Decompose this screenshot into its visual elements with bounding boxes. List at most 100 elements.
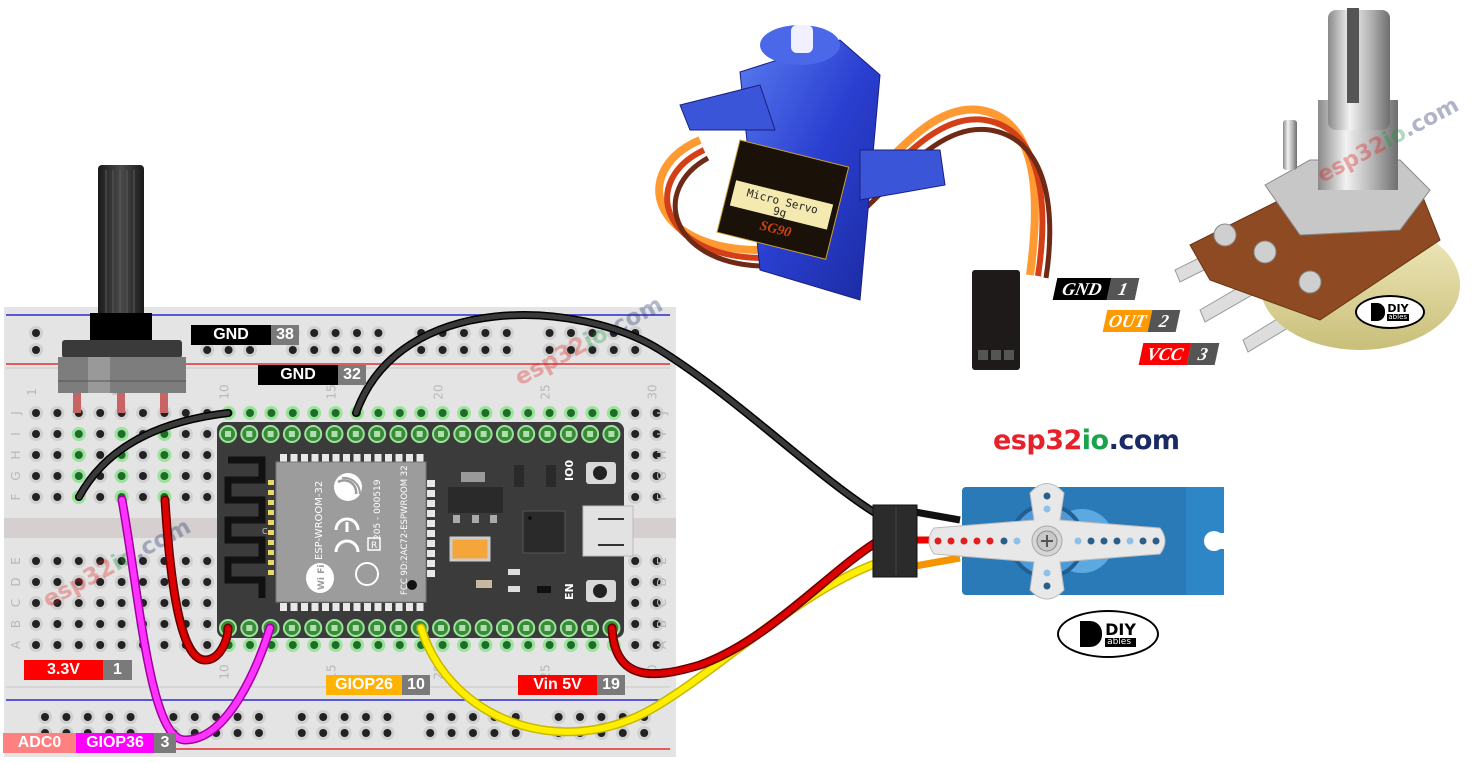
- breadboard-hole: [29, 427, 43, 441]
- breadboard-hole: [499, 406, 514, 420]
- breadboard-hole: [628, 427, 643, 441]
- column-number: 20: [432, 384, 446, 399]
- breadboard-hole: [649, 575, 664, 589]
- breadboard-hole: [337, 726, 352, 740]
- breadboard-hole: [508, 726, 523, 740]
- voltage-regulator: [448, 472, 503, 523]
- breadboard-hole: [564, 406, 578, 420]
- wire-highlight: [609, 537, 883, 677]
- io0-button[interactable]: [586, 462, 616, 484]
- transistor: [546, 465, 556, 487]
- servo-photo-connector: [972, 270, 1020, 370]
- breadboard-hole: [157, 596, 172, 610]
- pin-label-number: 10: [402, 675, 430, 695]
- potentiometer-collar: [62, 340, 182, 358]
- breadboard-hole: [316, 710, 331, 724]
- breadboard-hole: [71, 469, 86, 483]
- pin-label-name: GIOP36: [76, 733, 154, 753]
- module-pad: [385, 454, 392, 462]
- pin-label-vin-5v: Vin 5V 19: [518, 675, 625, 695]
- en-button[interactable]: [586, 580, 616, 602]
- breadboard-hole: [114, 596, 129, 610]
- breadboard-hole: [478, 638, 493, 652]
- breadboard-hole: [649, 490, 664, 504]
- breadboard-hole: [80, 710, 95, 724]
- breadboard-hole: [93, 554, 108, 568]
- esp32-pin: [282, 425, 301, 443]
- smd-component: [476, 580, 492, 588]
- smd-diode: [537, 586, 551, 593]
- micro-usb-port[interactable]: [582, 505, 634, 557]
- breadboard-hole: [444, 710, 459, 724]
- horn-hole: [960, 537, 968, 545]
- breadboard-hole: [478, 406, 493, 420]
- fcc-logo-icon: [355, 562, 379, 586]
- column-number: 30: [646, 384, 660, 399]
- servo-pin-name: OUT: [1102, 310, 1153, 332]
- breadboard-hole: [243, 343, 257, 357]
- breadboard-hole: [29, 469, 43, 483]
- horn-hole: [1043, 492, 1051, 500]
- horn-hole: [1139, 537, 1147, 545]
- smd-component: [508, 586, 520, 592]
- pin-label-number: 3: [154, 733, 176, 753]
- breadboard-hole: [200, 343, 215, 357]
- module-pad: [395, 454, 403, 462]
- pin-label-giop36: ADC0 GIOP36 3: [3, 733, 176, 753]
- module-pad: [427, 540, 435, 547]
- pin-label-name: 3.3V: [24, 660, 103, 680]
- antenna-mark: C: [262, 527, 268, 536]
- potentiometer-pin: [160, 393, 168, 413]
- breadboard-hole: [649, 427, 664, 441]
- breadboard-hole: [316, 726, 331, 740]
- breadboard-hole: [93, 638, 108, 652]
- pin-label-giop26: GIOP26 10: [326, 675, 430, 695]
- breadboard-hole: [50, 554, 65, 568]
- pin-label-3v3: 3.3V 1: [24, 660, 132, 680]
- esp32-pin: [559, 619, 578, 637]
- breadboard-hole: [649, 596, 664, 610]
- breadboard-hole: [294, 726, 309, 740]
- potentiometer-pin: [117, 393, 125, 413]
- row-letter: B: [9, 620, 23, 628]
- esp32-pin: [474, 425, 493, 443]
- esp32-pin: [517, 619, 536, 637]
- breadboard-hole: [307, 638, 322, 652]
- breadboard-hole: [29, 575, 43, 589]
- module-pad: [374, 603, 382, 611]
- breadboard-hole: [392, 638, 407, 652]
- breadboard-hole: [93, 490, 108, 504]
- pin-label-gnd-38: GND 38: [191, 325, 299, 345]
- breadboard-hole: [457, 343, 471, 357]
- servo-pin-number: 3: [1186, 343, 1220, 365]
- module-pad: [406, 454, 413, 462]
- horn-hole: [1113, 537, 1121, 545]
- esp32-pin: [410, 425, 429, 443]
- breadboard-hole: [359, 710, 373, 724]
- breadboard-hole: [606, 406, 621, 420]
- horn-hole: [1152, 537, 1160, 545]
- diyables-subtext: ables: [1105, 637, 1136, 647]
- esp32-pin: [304, 619, 323, 637]
- esp32-pin: [240, 425, 259, 443]
- breadboard-hole: [628, 469, 643, 483]
- breadboard-hole: [457, 638, 471, 652]
- servo-label-line2: 9g: [772, 204, 788, 220]
- column-number: 10: [218, 384, 232, 399]
- row-letter: E: [9, 557, 23, 565]
- esp32-pin: [602, 425, 621, 443]
- breadboard-hole: [114, 469, 129, 483]
- module-pad: [268, 540, 274, 545]
- breadboard-hole: [359, 726, 373, 740]
- espressif-logo-icon: [334, 473, 362, 501]
- breadboard-hole: [466, 710, 480, 724]
- breadboard-hole: [200, 575, 215, 589]
- column-number: 25: [539, 384, 553, 399]
- servo-motor-diagram: [872, 483, 1226, 600]
- breadboard-hole: [93, 427, 108, 441]
- breadboard-hole: [71, 448, 86, 462]
- horn-hole: [973, 537, 981, 545]
- breadboard-hole: [628, 343, 643, 357]
- breadboard-hole: [307, 406, 322, 420]
- module-pad: [290, 603, 298, 611]
